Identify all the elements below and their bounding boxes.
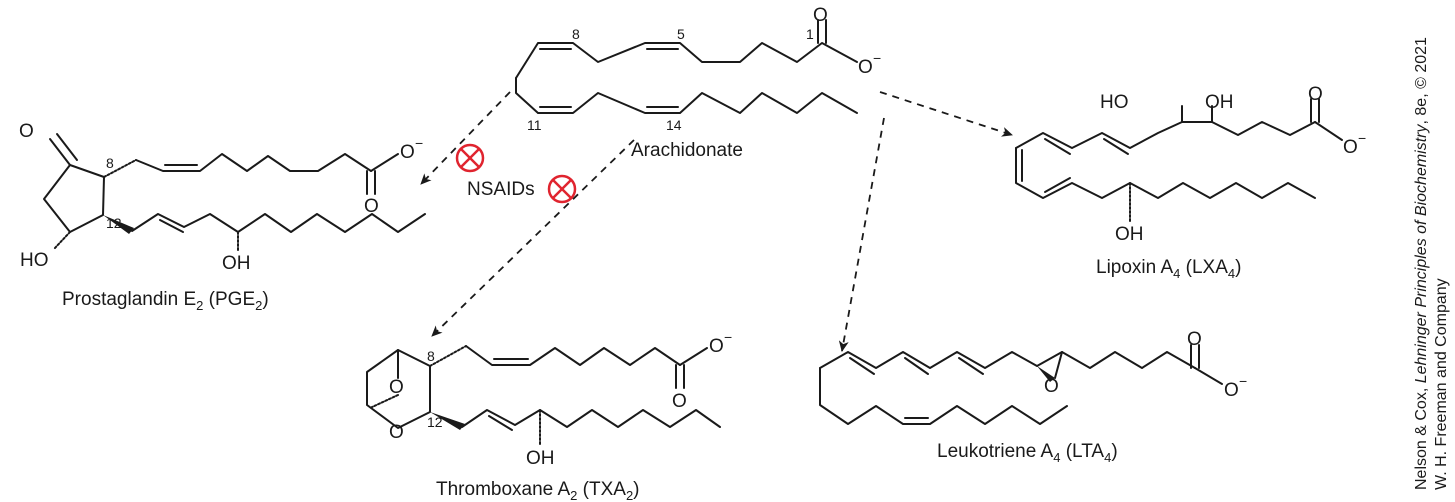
charge-label: − — [873, 50, 881, 66]
txa2-structure: O O O O − OH 8 12 Thromboxane A2 (TXA2) — [366, 329, 732, 502]
lta4-structure: O O O − Leukotriene A4 (LTA4) — [819, 329, 1247, 465]
txa2-carbon-12: 12 — [427, 414, 443, 430]
txa2-carbonyl-o: O — [672, 391, 687, 412]
txa2-ring-o: O — [389, 422, 404, 443]
pge2-carbon-8: 8 — [106, 155, 114, 171]
pge2-structure: O O O − OH HO 8 12 Prostaglandin E2 (PGE… — [19, 121, 426, 313]
lxa4-oh2-label: OH — [1115, 224, 1144, 245]
txa2-carboxylate-o: O — [709, 336, 724, 357]
arachidonate-structure: O O − 1 5 8 11 14 Arachidonate — [515, 5, 881, 161]
pge2-carboxylate-o: O — [400, 142, 415, 163]
lta4-epoxide-o: O — [1044, 376, 1059, 397]
arrow-to-txa2 — [431, 139, 635, 337]
inhibition-icon — [547, 174, 577, 204]
carboxylate-o-label: O — [858, 57, 873, 78]
nsaids-inhibition: NSAIDs — [455, 143, 577, 204]
txa2-carbon-8: 8 — [427, 348, 435, 364]
lta4-charge: − — [1239, 373, 1247, 389]
txa2-bridge-o: O — [389, 377, 404, 398]
carbon-5-label: 5 — [677, 26, 685, 42]
credit-line-1: Nelson & Cox, Lehninger Principles of Bi… — [1413, 37, 1430, 490]
pge2-oh-label: OH — [222, 253, 251, 274]
pge2-carbonyl-o: O — [364, 196, 379, 217]
pge2-charge: − — [415, 135, 423, 151]
lxa4-name: Lipoxin A4 (LXA4) — [1096, 257, 1241, 281]
arrow-to-lta4 — [838, 117, 885, 352]
lta4-carboxylate-o: O — [1224, 380, 1239, 401]
lxa4-charge: − — [1358, 130, 1366, 146]
ketone-o-label: O — [19, 121, 34, 142]
lxa4-carboxylate-o: O — [1343, 137, 1358, 158]
nsaids-label: NSAIDs — [467, 179, 535, 200]
lxa4-carbonyl-o: O — [1308, 84, 1323, 105]
carbon-8-label: 8 — [572, 26, 580, 42]
pathway-arrows — [420, 91, 1013, 352]
carbon-11-label: 11 — [527, 117, 542, 133]
pge2-ho-label: HO — [20, 250, 49, 271]
lta4-name: Leukotriene A4 (LTA4) — [937, 441, 1118, 465]
inhibition-icon — [455, 143, 485, 173]
credit-line-2: W. H. Freeman and Company — [1433, 278, 1450, 490]
lxa4-oh-label: OH — [1205, 92, 1234, 113]
txa2-charge: − — [724, 329, 732, 345]
credit-line: Nelson & Cox, Lehninger Principles of Bi… — [1413, 37, 1450, 490]
pge2-carbon-12: 12 — [106, 215, 122, 231]
carbon-1-label: 1 — [806, 26, 814, 42]
carbonyl-o-label: O — [813, 5, 828, 26]
arrow-to-pge2 — [420, 91, 511, 185]
carbon-14-label: 14 — [666, 117, 682, 133]
arachidonate-name: Arachidonate — [631, 140, 743, 161]
txa2-name: Thromboxane A2 (TXA2) — [436, 479, 640, 502]
pge2-name: Prostaglandin E2 (PGE2) — [62, 289, 269, 313]
lxa4-structure: HO OH O O − OH Lipoxin A4 (LXA4) — [1015, 84, 1366, 281]
txa2-oh-label: OH — [526, 448, 555, 469]
lta4-carbonyl-o: O — [1187, 329, 1202, 350]
arrow-to-lxa4 — [879, 91, 1013, 137]
lxa4-ho-label: HO — [1100, 92, 1129, 113]
